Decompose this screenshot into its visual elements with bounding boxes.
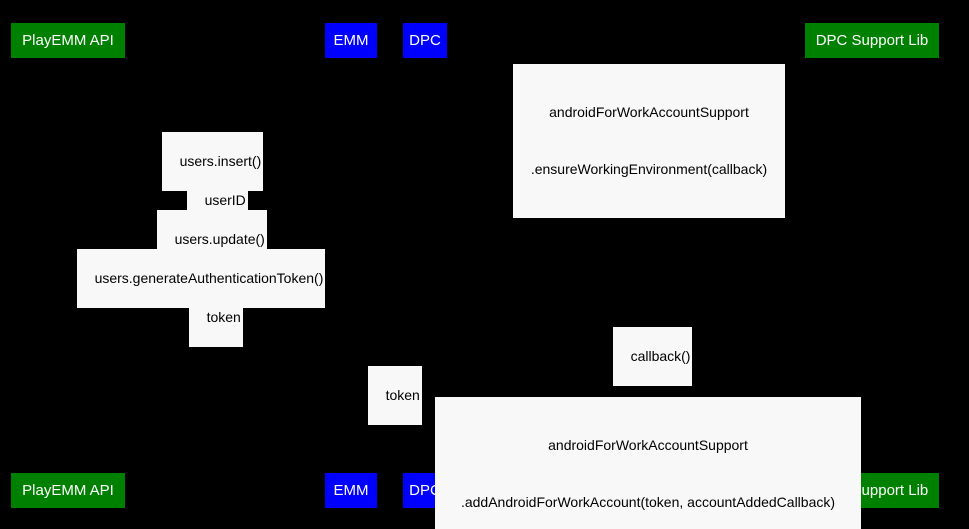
- participant-top-playemm-api-label: PlayEMM API: [22, 32, 114, 49]
- message-line-1: users.update(): [174, 231, 265, 247]
- message-line-1: androidForWorkAccountSupport: [548, 437, 748, 453]
- message-label-generate-authentication-token: users.generateAuthenticationToken(): [77, 249, 326, 308]
- participant-top-playemm-api[interactable]: PlayEMM API: [11, 23, 125, 58]
- message-line-1: token: [385, 387, 420, 403]
- message-line-1: users.insert(): [179, 153, 262, 169]
- message-label-ensure-working-environment: androidForWorkAccountSupport .ensureWork…: [513, 64, 785, 218]
- lifeline-playemm-api: [67, 57, 68, 473]
- message-line-1: token: [206, 309, 241, 325]
- participant-top-dpc-support-lib-label: DPC Support Lib: [815, 32, 929, 49]
- message-label-token-1: token: [189, 288, 243, 347]
- participant-bottom-playemm-api-label: PlayEMM API: [22, 482, 114, 499]
- message-line-1: userID: [204, 192, 246, 208]
- lifeline-dpc-support-lib: [871, 57, 872, 473]
- message-line-2: .addAndroidForWorkAccount(token, account…: [460, 494, 836, 510]
- message-line-1: users.generateAuthenticationToken(): [94, 270, 324, 286]
- message-label-add-android-for-work-account: androidForWorkAccountSupport .addAndroid…: [435, 397, 861, 529]
- participant-bottom-emm-label: EMM: [333, 482, 369, 499]
- participant-top-dpc-label: DPC: [409, 32, 441, 49]
- message-label-token-2: token: [368, 366, 422, 425]
- lifeline-emm: [350, 57, 351, 473]
- participant-top-emm-label: EMM: [333, 32, 369, 49]
- participant-top-dpc[interactable]: DPC: [403, 23, 447, 58]
- participant-bottom-playemm-api[interactable]: PlayEMM API: [11, 473, 125, 508]
- message-label-users-insert: users.insert(): [162, 132, 264, 191]
- message-line-2: .ensureWorkingEnvironment(callback): [530, 161, 768, 177]
- participant-top-dpc-support-lib[interactable]: DPC Support Lib: [805, 23, 939, 58]
- lifeline-dpc: [424, 57, 425, 473]
- message-line-1: androidForWorkAccountSupport: [549, 104, 749, 120]
- participant-bottom-emm[interactable]: EMM: [325, 473, 377, 508]
- message-label-callback: callback(): [613, 327, 693, 386]
- message-line-1: callback(): [630, 348, 691, 364]
- participant-top-emm[interactable]: EMM: [325, 23, 377, 58]
- participant-bottom-dpc-label: DPC: [409, 482, 441, 499]
